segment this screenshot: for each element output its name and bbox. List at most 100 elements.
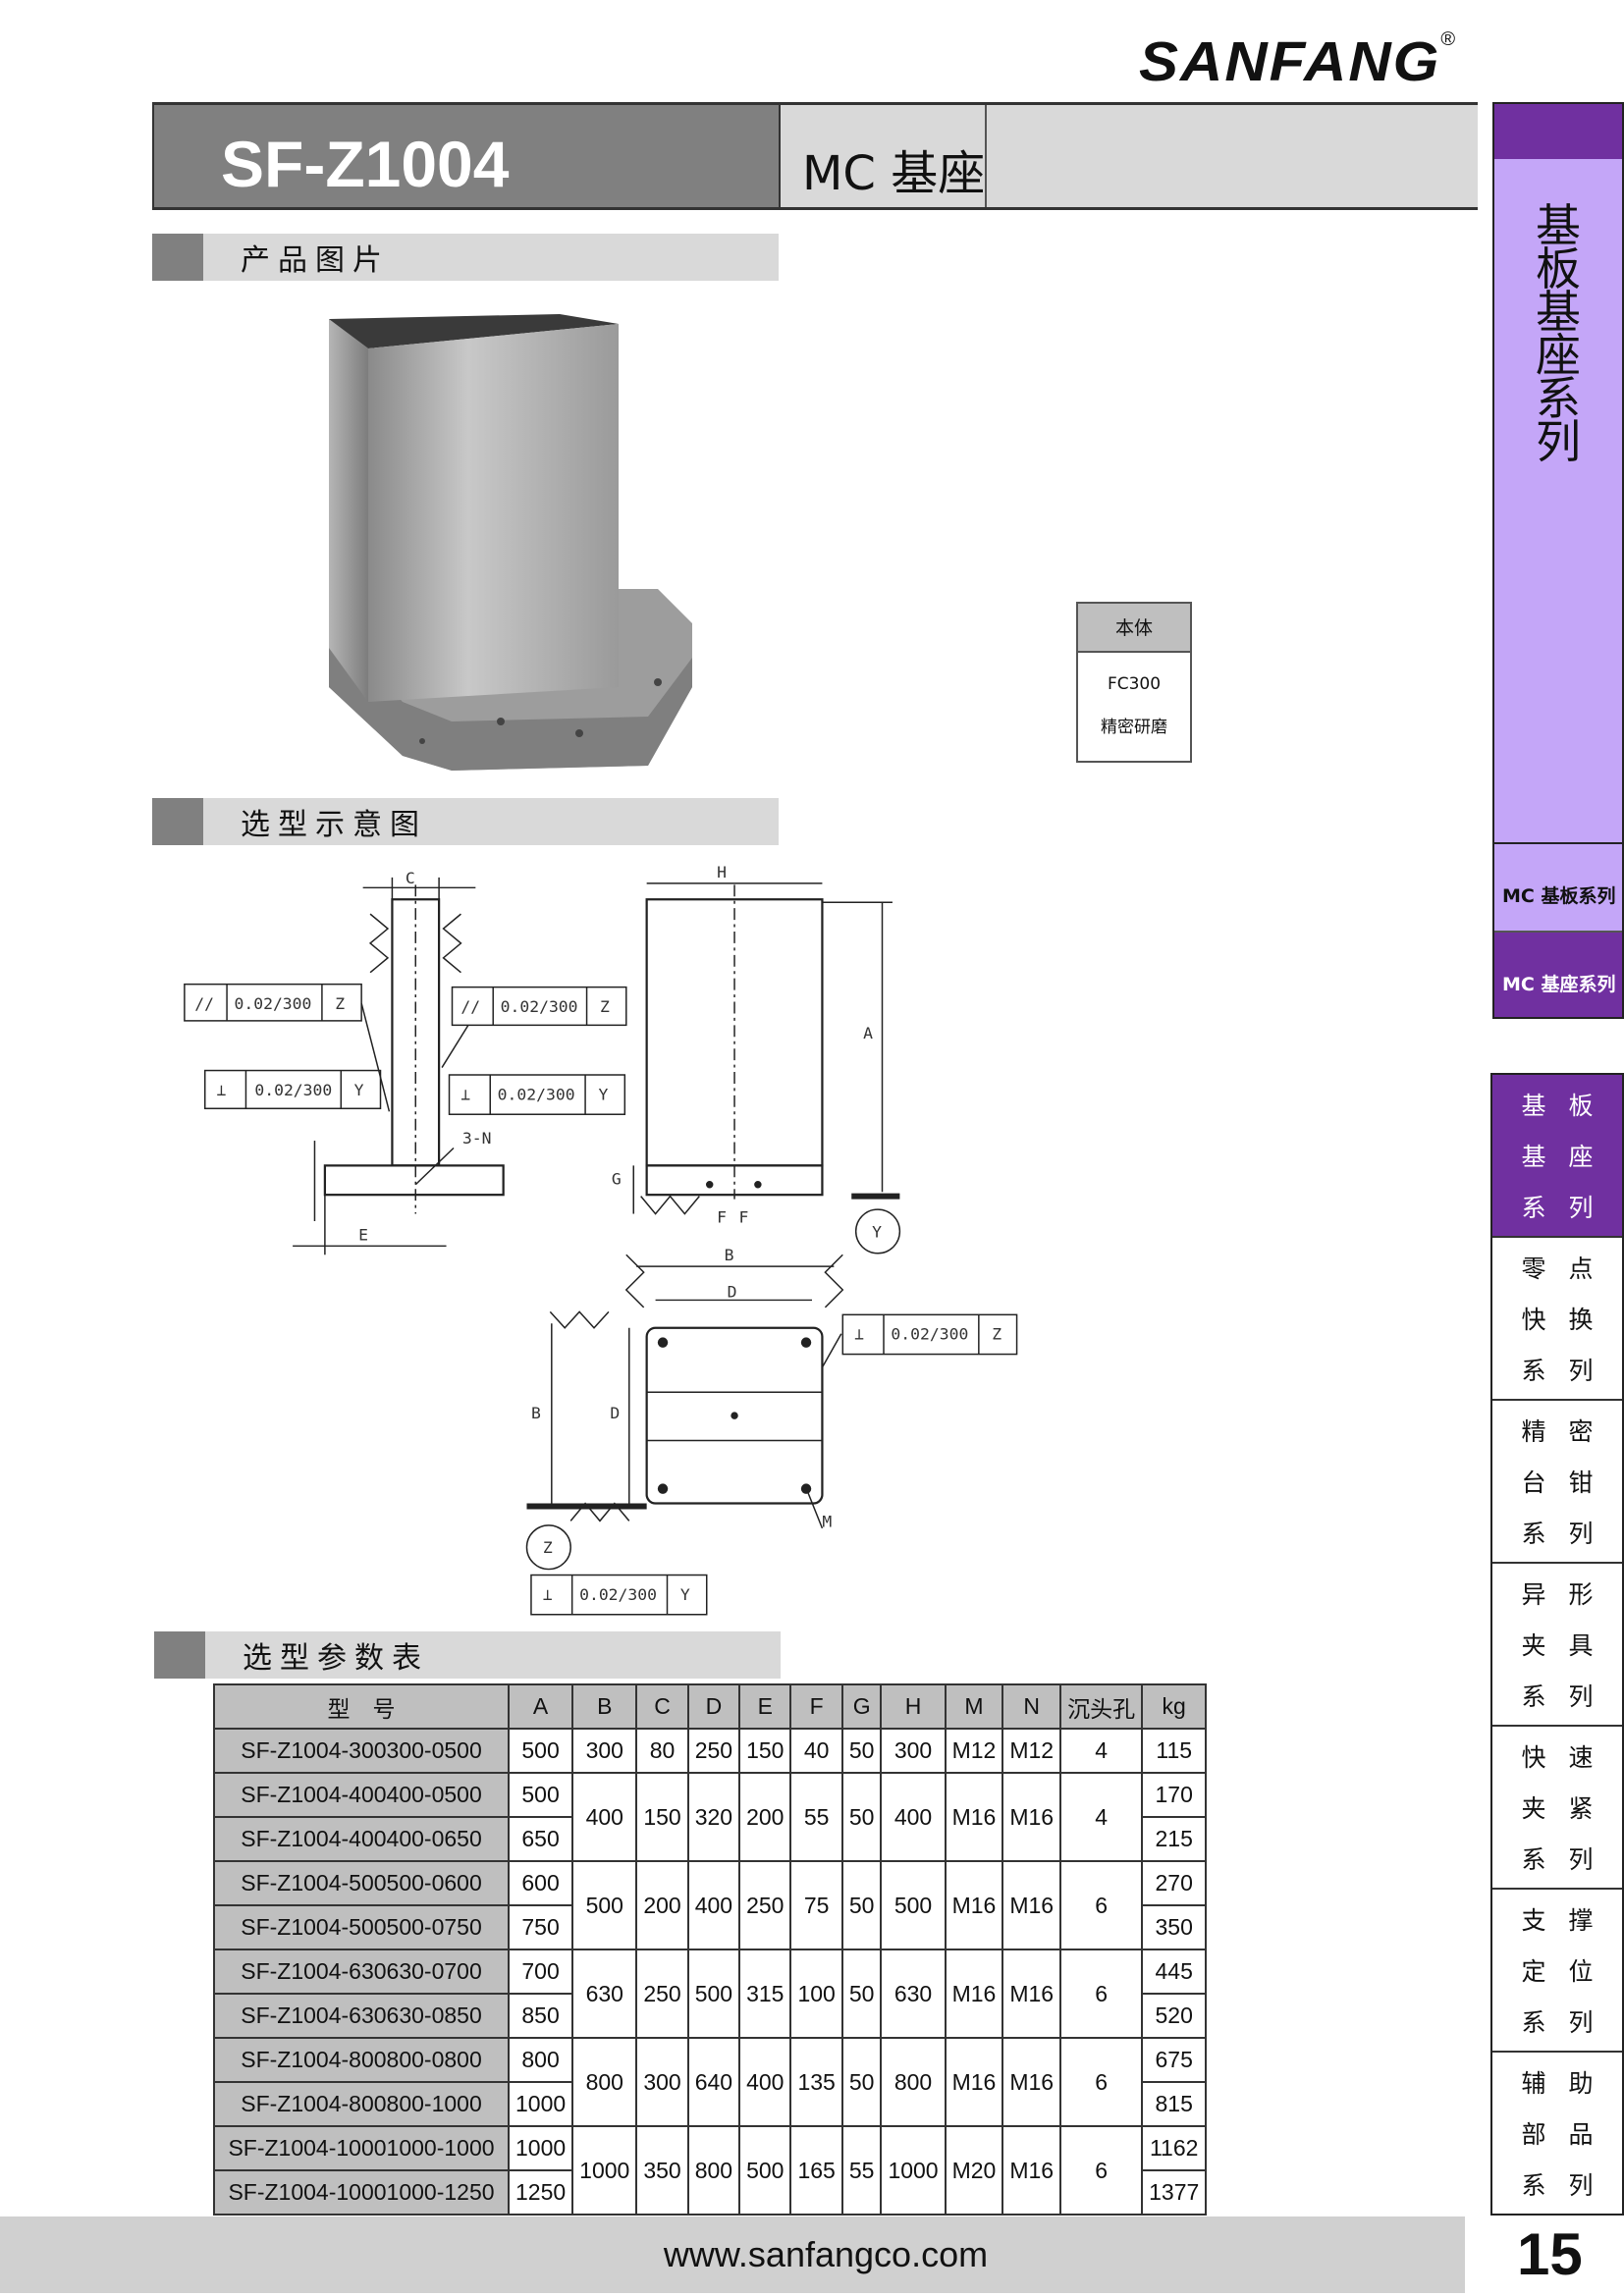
- table-cell: 6: [1059, 1949, 1144, 2039]
- tolerance: 0.02/300: [498, 1085, 575, 1103]
- dim-3n: 3-N: [462, 1129, 492, 1148]
- table-cell: 750: [507, 1904, 574, 1950]
- parallel-symbol: //: [460, 997, 480, 1016]
- perp-symbol: ⊥: [217, 1081, 227, 1099]
- category-label: 辅助: [1521, 2069, 1594, 2098]
- table-cell: M12: [1001, 1728, 1062, 1774]
- table-cell: SF-Z1004-500500-0600: [213, 1860, 510, 1906]
- table-cell: 1000: [880, 2125, 947, 2216]
- table-cell: 400: [738, 2037, 792, 2127]
- category-nav-item[interactable]: 异形夹具系列: [1492, 1564, 1622, 1727]
- table-cell: M16: [944, 1949, 1004, 2039]
- table-cell: 400: [571, 1772, 638, 1862]
- section-title: 选型示意图: [241, 808, 427, 842]
- category-label: 支撑: [1521, 1906, 1594, 1935]
- parallel-symbol: //: [194, 994, 214, 1013]
- category-nav-item[interactable]: 零点快换系列: [1492, 1238, 1622, 1401]
- table-cell: 800: [507, 2037, 574, 2083]
- table-cell: 50: [840, 1949, 883, 2039]
- section-diagram: 选型示意图: [152, 798, 779, 845]
- table-cell: 250: [738, 1860, 792, 1950]
- section-title: 选型参数表: [243, 1641, 429, 1676]
- table-cell: 1377: [1141, 2169, 1208, 2216]
- datum-ref: Y: [354, 1081, 364, 1099]
- material-header: 本体: [1078, 604, 1190, 653]
- table-cell: 6: [1059, 2037, 1144, 2127]
- category-label: 定位: [1521, 1957, 1594, 1986]
- nav-mc-baseplate[interactable]: MC 基板系列: [1494, 842, 1622, 931]
- section-title: 产品图片: [241, 243, 390, 278]
- table-cell: 50: [840, 2037, 883, 2127]
- table-cell: 350: [1141, 1904, 1208, 1950]
- table-cell: 640: [686, 2037, 741, 2127]
- column-header: N: [1001, 1683, 1062, 1730]
- category-nav-item[interactable]: 精密台钳系列: [1492, 1401, 1622, 1564]
- table-cell: 500: [507, 1728, 574, 1774]
- category-nav-item[interactable]: 快速夹紧系列: [1492, 1727, 1622, 1890]
- category-label: 系列: [1521, 1194, 1594, 1222]
- table-cell: 4: [1059, 1772, 1144, 1862]
- table-cell: 815: [1141, 2081, 1208, 2127]
- category-label: 夹具: [1521, 1631, 1594, 1660]
- product-title: MC 基座: [781, 105, 988, 207]
- category-label: 快速: [1521, 1743, 1594, 1772]
- table-cell: 630: [880, 1949, 947, 2039]
- datum-ref: Z: [600, 997, 610, 1016]
- dim-c: C: [406, 869, 415, 887]
- sanfang-logo: SANFANG®: [1139, 29, 1457, 94]
- table-cell: M16: [1001, 1949, 1062, 2039]
- table-cell: 50: [840, 1728, 883, 1774]
- registered-mark: ®: [1440, 28, 1458, 50]
- table-cell: M16: [944, 2037, 1004, 2127]
- table-cell: 650: [507, 1816, 574, 1862]
- table-cell: 1000: [507, 2125, 574, 2171]
- table-cell: M16: [1001, 1860, 1062, 1950]
- table-cell: 600: [507, 1860, 574, 1906]
- footer-url[interactable]: www.sanfangco.com: [0, 2216, 1465, 2293]
- column-header: C: [635, 1683, 689, 1730]
- table-cell: 4: [1059, 1728, 1144, 1774]
- category-label: 系列: [1521, 2008, 1594, 2037]
- category-label: 系列: [1521, 2171, 1594, 2200]
- category-nav-item[interactable]: 基板基座系列: [1492, 1075, 1622, 1238]
- table-cell: 55: [789, 1772, 843, 1862]
- table-cell: 520: [1141, 1993, 1208, 2039]
- category-nav-item[interactable]: 辅助部品系列: [1492, 2053, 1622, 2214]
- column-header: D: [686, 1683, 741, 1730]
- column-header: E: [738, 1683, 792, 1730]
- category-label: 系列: [1521, 1357, 1594, 1385]
- category-nav-item[interactable]: 支撑定位系列: [1492, 1890, 1622, 2053]
- nav-mc-base[interactable]: MC 基座系列: [1494, 931, 1622, 1017]
- material-finish: 精密研磨: [1101, 718, 1167, 737]
- category-label: 基板: [1521, 1092, 1594, 1120]
- table-cell: 6: [1059, 2125, 1144, 2216]
- datum-ref: Z: [335, 994, 345, 1013]
- table-cell: SF-Z1004-400400-0650: [213, 1816, 510, 1862]
- datum-ref: Z: [992, 1325, 1001, 1344]
- column-header: kg: [1141, 1683, 1208, 1730]
- table-cell: 250: [635, 1949, 689, 2039]
- table-cell: 100: [789, 1949, 843, 2039]
- title-band: SF-Z1004 MC 基座: [152, 102, 1478, 210]
- table-cell: 445: [1141, 1949, 1208, 1995]
- table-cell: SF-Z1004-630630-0850: [213, 1993, 510, 2039]
- table-cell: SF-Z1004-400400-0500: [213, 1772, 510, 1818]
- side-view-base: [323, 1164, 505, 1197]
- series-sidebar: 基板基座系列 MC 基板系列 MC 基座系列: [1492, 102, 1624, 1019]
- category-label: 基座: [1521, 1143, 1594, 1171]
- table-cell: 1250: [507, 2169, 574, 2216]
- table-cell: 700: [507, 1949, 574, 1995]
- table-cell: 800: [880, 2037, 947, 2127]
- side-view-web: [391, 898, 441, 1167]
- column-header: B: [571, 1683, 638, 1730]
- product-code: SF-Z1004: [152, 105, 781, 207]
- table-cell: 1000: [571, 2125, 638, 2216]
